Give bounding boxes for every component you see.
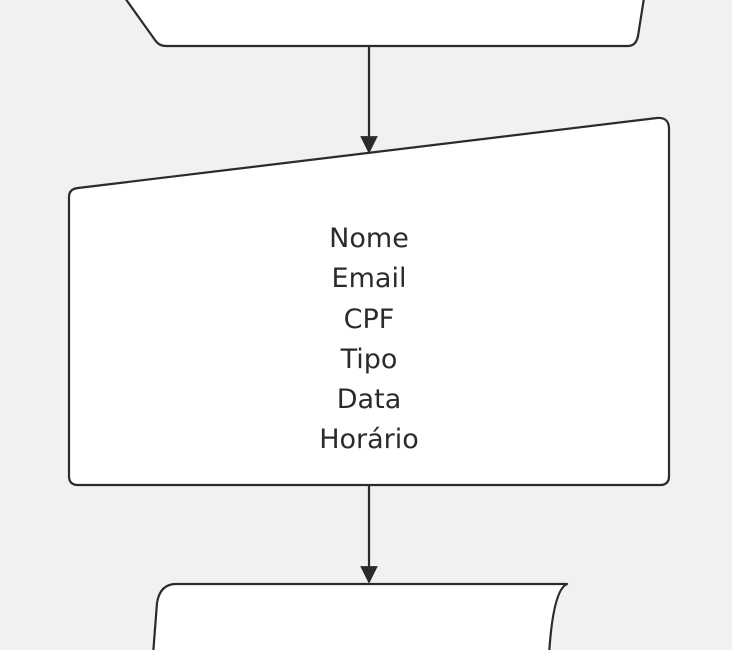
field-label: Email [332,263,407,294]
manual-input-text: Nome Email CPF Tipo Data Horário [319,223,419,455]
field-label: Data [337,384,401,415]
field-label: CPF [344,304,395,335]
field-label: Horário [319,424,419,455]
field-label: Nome [329,223,409,254]
field-label: Tipo [340,344,398,375]
bottom-display-shape[interactable] [152,582,569,650]
manual-input-shape[interactable] [67,116,671,487]
top-display-shape[interactable] [125,0,645,48]
